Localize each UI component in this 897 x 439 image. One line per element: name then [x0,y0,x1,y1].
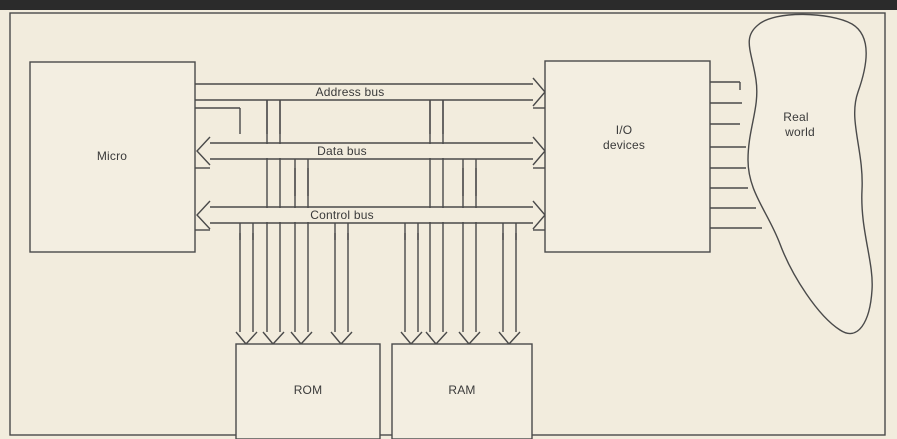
micro-block: Micro [30,62,195,252]
rom-label: ROM [294,383,323,397]
ram-block: RAM [392,344,532,439]
rom-block: ROM [236,344,380,439]
micro-label: Micro [97,149,127,163]
control-bus-label: Control bus [310,208,374,222]
real-world-label-line-2: world [784,125,815,139]
io-devices-block: I/O devices [545,61,710,252]
io-devices-label-line-2: devices [603,138,645,152]
data-bus-label: Data bus [317,144,367,158]
io-devices-label-line-1: I/O [616,123,633,137]
top-caption-strip [0,0,897,10]
address-bus-label: Address bus [316,85,385,99]
ram-label: RAM [448,383,475,397]
real-world-label-line-1: Real [783,110,808,124]
